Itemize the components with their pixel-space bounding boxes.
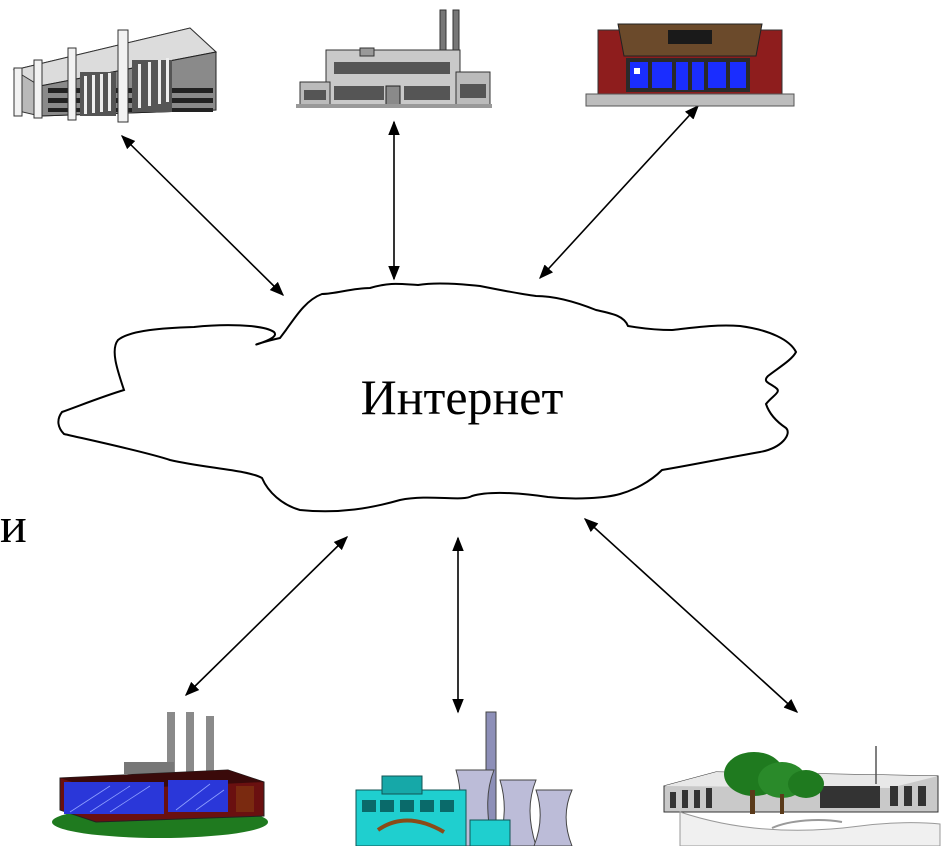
store-icon — [585, 23, 795, 107]
office-park-icon — [663, 746, 941, 846]
arrow-storefront — [539, 104, 699, 280]
power-plant-icon — [355, 711, 573, 846]
internet-label: Интернет — [361, 369, 564, 425]
arrow-office-park — [583, 518, 799, 713]
industrial-plant-icon — [52, 712, 268, 838]
arrow-office-building — [120, 134, 285, 297]
partial-text-fragment: и — [0, 497, 27, 553]
connection-arrows — [120, 104, 799, 714]
factory-icon — [296, 9, 492, 108]
office-building-icon — [12, 27, 218, 123]
internet-cloud — [57, 282, 798, 513]
arrow-manufacturing-plant — [184, 535, 349, 697]
